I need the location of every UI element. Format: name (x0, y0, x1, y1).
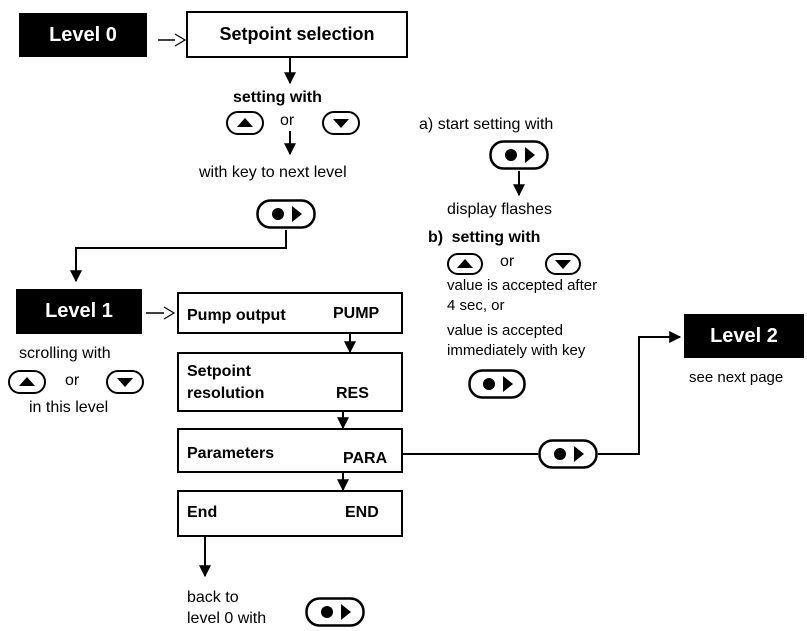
menu-item-code: END (345, 504, 379, 521)
enter-key-icon[interactable] (305, 597, 365, 627)
display-flashes-text: display flashes (447, 201, 552, 218)
step-a-text: a) start setting with (419, 116, 553, 134)
menu-item-name: Pump output (187, 307, 286, 324)
or-label: or (500, 253, 515, 270)
level-0-label: Level 0 (19, 13, 147, 57)
menu-item-name-line1: Setpoint (187, 363, 251, 380)
accepted-line-3: value is accepted (447, 322, 563, 339)
with-key-next-level-text: with key to next level (199, 164, 347, 181)
accepted-line-1: value is accepted after (447, 277, 598, 294)
up-key-icon[interactable] (8, 370, 46, 394)
enter-key-icon[interactable] (468, 369, 526, 399)
accepted-line-4: immediately with key (447, 342, 586, 359)
menu-item-parameters[interactable]: Parameters PARA (177, 428, 403, 473)
menu-item-name: Parameters (187, 445, 275, 462)
step-b-desc: setting with (451, 229, 541, 246)
menu-item-code: RES (336, 385, 369, 402)
step-a-label: a) (419, 116, 434, 133)
up-key-icon[interactable] (447, 253, 483, 275)
enter-key-icon[interactable] (256, 199, 316, 229)
down-key-icon[interactable] (322, 111, 360, 135)
enter-key-icon[interactable] (489, 140, 549, 170)
or-label: or (65, 372, 80, 389)
setpoint-selection-text: Setpoint selection (219, 24, 375, 44)
back-to-text-line2: level 0 with (187, 610, 267, 627)
level-2-label: Level 2 (684, 314, 804, 358)
menu-item-setpoint-resolution[interactable]: Setpoint resolution RES (177, 352, 403, 412)
step-a-desc: start setting with (437, 116, 554, 133)
in-this-level-text: in this level (29, 399, 109, 416)
back-to-text-line1: back to (187, 589, 239, 606)
menu-item-code: PUMP (333, 305, 380, 322)
setpoint-selection-box: Setpoint selection (186, 11, 408, 58)
accepted-line-2: 4 sec, or (447, 297, 505, 314)
setting-with-label: setting with (233, 89, 322, 106)
menu-item-end[interactable]: End END (177, 490, 403, 537)
see-next-page-text: see next page (689, 369, 784, 386)
menu-item-name-line2: resolution (187, 385, 265, 402)
enter-key-icon[interactable] (538, 439, 598, 469)
scrolling-with-text: scrolling with (19, 345, 111, 362)
menu-item-name: End (187, 504, 218, 521)
step-b-label: b) (428, 229, 444, 246)
step-b-text: b) setting with (428, 229, 540, 247)
up-key-icon[interactable] (226, 111, 264, 135)
menu-item-code: PARA (343, 450, 388, 467)
down-key-icon[interactable] (545, 253, 581, 275)
menu-item-pump-output[interactable]: Pump output PUMP (177, 292, 403, 334)
level-1-label: Level 1 (16, 289, 142, 334)
or-label: or (280, 112, 295, 129)
down-key-icon[interactable] (106, 370, 144, 394)
